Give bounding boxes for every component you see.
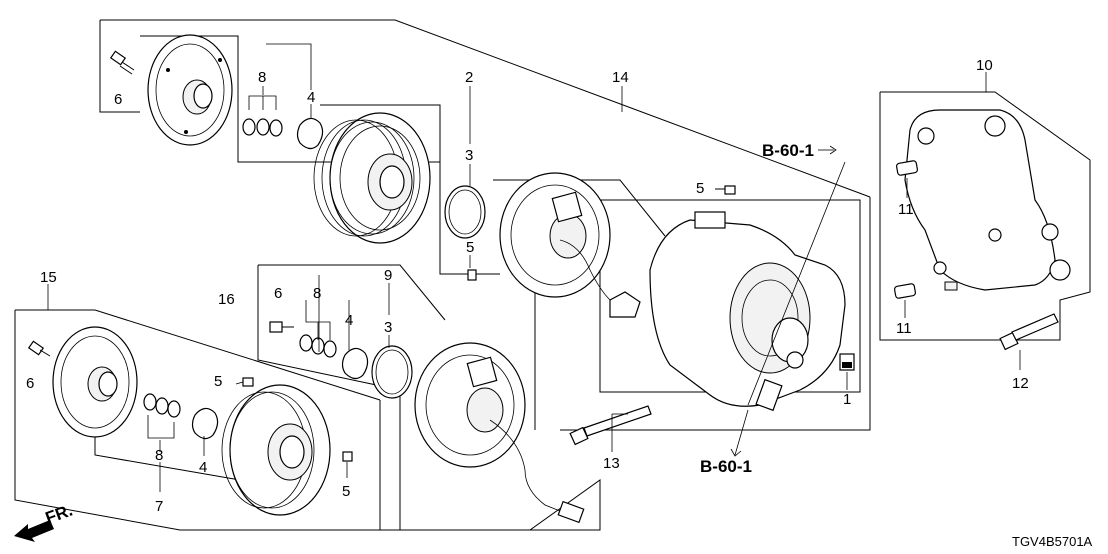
- snap-ring-4-top: [296, 117, 324, 150]
- callout-5-bottom-right: 5: [342, 483, 350, 500]
- sensor-1: [839, 353, 855, 371]
- snap-ring-4-bottom-mid: [341, 347, 369, 380]
- snap-ring-3-bottom: [371, 345, 413, 399]
- callout-9: 9: [384, 267, 392, 284]
- compressor-bracket: [904, 109, 1071, 291]
- callout-11-bottom: 11: [896, 320, 912, 337]
- callout-8-bottom: 8: [155, 447, 163, 464]
- dowel-pin-11-top: [895, 160, 919, 176]
- callout-8-top: 8: [258, 69, 266, 86]
- diagram-code: TGV4B5701A: [1012, 534, 1093, 549]
- callout-14: 14: [612, 69, 629, 86]
- callout-4-top: 4: [307, 89, 315, 106]
- callout-2: 2: [465, 69, 473, 86]
- callout-8-mid: 8: [313, 285, 321, 302]
- bolt-5-mid: [467, 269, 477, 281]
- bolt-5-top: [715, 185, 736, 195]
- callout-5-bottom-left: 5: [214, 373, 222, 390]
- clutch-plate-bottom: [52, 326, 138, 438]
- bolt-6-bottom-mid: [269, 321, 294, 333]
- reference-b60-1-bottom: B-60-1: [700, 457, 752, 476]
- bolt-6-top: [109, 50, 135, 75]
- shims-bottom-mid: [299, 334, 337, 358]
- shims-top: [242, 118, 283, 137]
- front-arrow-icon: [14, 520, 54, 542]
- callout-5-top: 5: [696, 180, 704, 197]
- reference-b60-1-top: B-60-1: [762, 141, 814, 160]
- bolt-13: [569, 405, 652, 446]
- snap-ring-4-bottom-left: [191, 407, 219, 440]
- callout-15: 15: [40, 269, 57, 286]
- callout-6-bottom: 6: [26, 375, 34, 392]
- callout-16: 16: [218, 291, 235, 308]
- callout-11-top: 11: [898, 201, 914, 218]
- pulley-bottom: [221, 384, 331, 516]
- callout-3-bottom: 3: [384, 319, 392, 336]
- callout-6-top: 6: [114, 91, 122, 108]
- compressor-body: [609, 211, 846, 412]
- field-coil-top: [499, 172, 611, 301]
- callout-5-mid: 5: [466, 239, 474, 256]
- front-arrow-label: FR.: [43, 501, 75, 528]
- pulley-top: [313, 112, 431, 244]
- callout-13: 13: [603, 455, 620, 472]
- shims-bottom-left: [143, 393, 181, 418]
- callout-6-mid: 6: [274, 285, 282, 302]
- bolt-5-bottom-right: [342, 451, 353, 462]
- callout-7: 7: [155, 498, 163, 515]
- group-15-16-outline: [14, 264, 601, 531]
- callout-10: 10: [976, 57, 993, 74]
- callout-12: 12: [1012, 375, 1029, 392]
- bolt-5-bottom-left: [242, 377, 254, 387]
- leader-lines: [47, 43, 1021, 492]
- bolt-6-bottom-left: [27, 340, 51, 357]
- dowel-pin-11-bottom: [893, 283, 917, 299]
- bolt-12: [999, 313, 1059, 351]
- field-coil-bottom: [414, 342, 585, 524]
- snap-ring-3-top: [444, 185, 486, 239]
- callout-3-top: 3: [465, 147, 473, 164]
- group-14-outline: [99, 19, 871, 431]
- callout-4-bottom: 4: [199, 459, 207, 476]
- group-10-outline: [879, 91, 1091, 341]
- clutch-plate-top: [147, 34, 233, 146]
- callout-4-mid: 4: [345, 312, 353, 329]
- reference-arrows: [730, 145, 846, 457]
- callout-1: 1: [843, 391, 851, 408]
